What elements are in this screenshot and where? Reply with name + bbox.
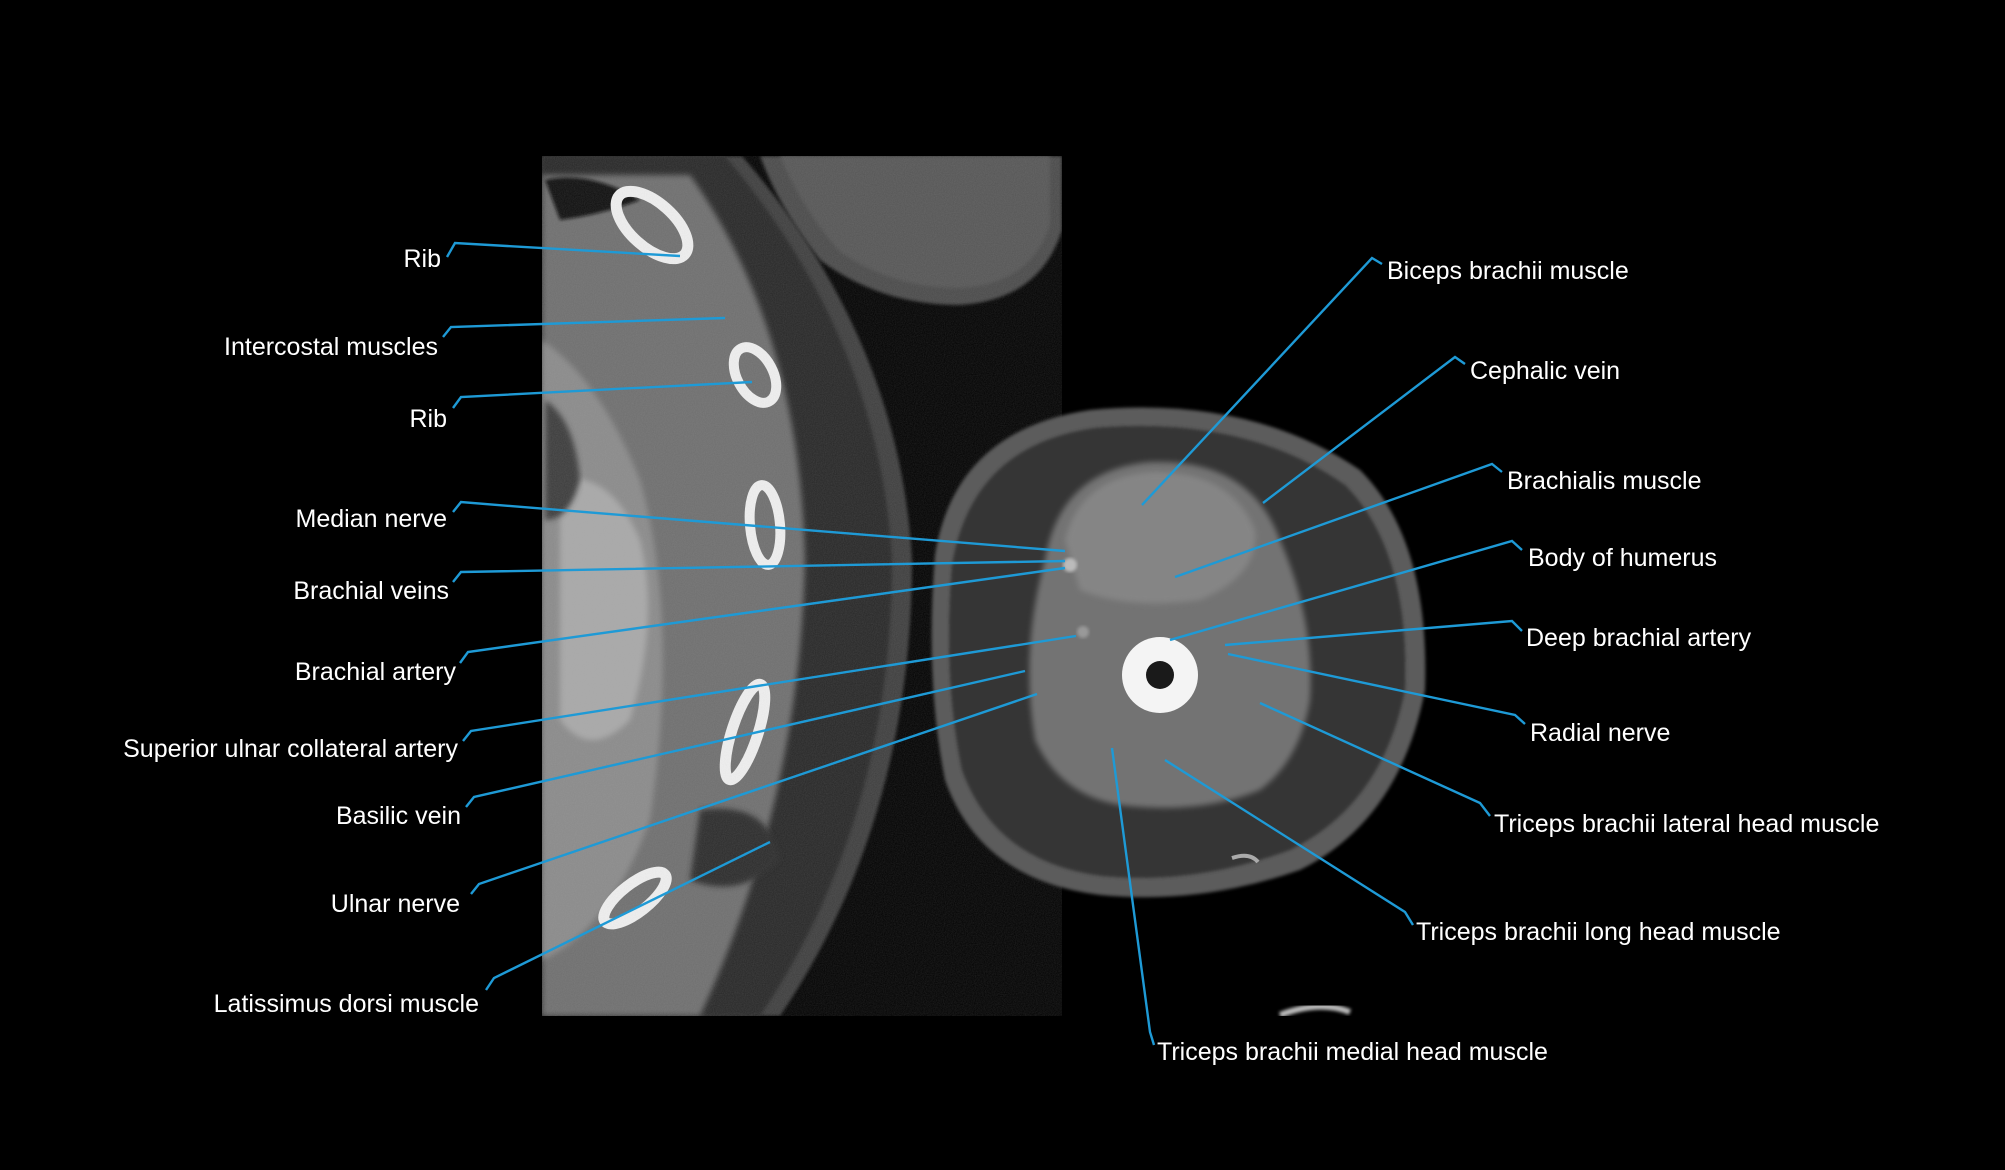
leader-biceps-brachii-muscle [1141, 256, 1383, 506]
label-radial-nerve: Radial nerve [1530, 719, 1670, 747]
ct-upper-arm-image [931, 407, 1426, 1018]
label-ulnar-nerve: Ulnar nerve [331, 890, 460, 918]
humerus-bone [1122, 637, 1198, 713]
leader-brachial-artery [459, 566, 1066, 664]
label-body-of-humerus: Body of humerus [1528, 544, 1717, 572]
leader-median-nerve [452, 500, 1066, 553]
label-triceps-brachii-lateral-head-muscle: Triceps brachii lateral head muscle [1494, 810, 1879, 838]
label-latissimus-dorsi-muscle: Latissimus dorsi muscle [214, 990, 479, 1018]
labels-left: Rib Intercostal muscles Rib Median nerve… [123, 245, 479, 1018]
label-rib-1: Rib [403, 245, 441, 273]
leader-radial-nerve [1227, 652, 1526, 725]
leader-body-of-humerus [1169, 539, 1523, 642]
label-cephalic-vein: Cephalic vein [1470, 357, 1620, 385]
leader-cephalic-vein [1262, 355, 1466, 504]
leader-superior-ulnar-collateral-artery [462, 634, 1077, 742]
label-basilic-vein: Basilic vein [336, 802, 461, 830]
leader-intercostal-muscles [442, 316, 726, 338]
leader-rib-1 [445, 241, 681, 258]
label-median-nerve: Median nerve [296, 505, 447, 533]
leader-deep-brachial-artery [1224, 619, 1523, 647]
label-deep-brachial-artery: Deep brachial artery [1526, 624, 1752, 652]
labels-right: Biceps brachii muscle Cephalic vein Brac… [1157, 257, 1879, 1066]
label-intercostal-muscles: Intercostal muscles [224, 333, 438, 361]
label-superior-ulnar-collateral-artery: Superior ulnar collateral artery [123, 735, 458, 763]
leader-triceps-brachii-long-head-muscle [1164, 758, 1415, 926]
label-biceps-brachii-muscle: Biceps brachii muscle [1387, 257, 1629, 285]
label-brachial-veins: Brachial veins [293, 577, 449, 605]
ct-chest-wall-image [542, 156, 1062, 1016]
label-triceps-brachii-long-head-muscle: Triceps brachii long head muscle [1416, 918, 1781, 946]
label-brachialis-muscle: Brachialis muscle [1507, 467, 1702, 495]
leader-triceps-brachii-medial-head-muscle [1110, 747, 1156, 1046]
leader-basilic-vein [465, 669, 1026, 808]
label-brachial-artery: Brachial artery [295, 658, 457, 686]
label-rib-2: Rib [409, 405, 447, 433]
leader-lines [442, 241, 1526, 1046]
leader-brachial-veins [452, 559, 1066, 583]
leader-brachialis-muscle [1174, 462, 1503, 579]
leader-triceps-brachii-lateral-head-muscle [1259, 701, 1491, 817]
leader-latissimus-dorsi-muscle [485, 840, 771, 991]
leader-rib-2 [452, 380, 753, 409]
label-triceps-brachii-medial-head-muscle: Triceps brachii medial head muscle [1157, 1038, 1548, 1066]
leader-ulnar-nerve [470, 692, 1038, 895]
